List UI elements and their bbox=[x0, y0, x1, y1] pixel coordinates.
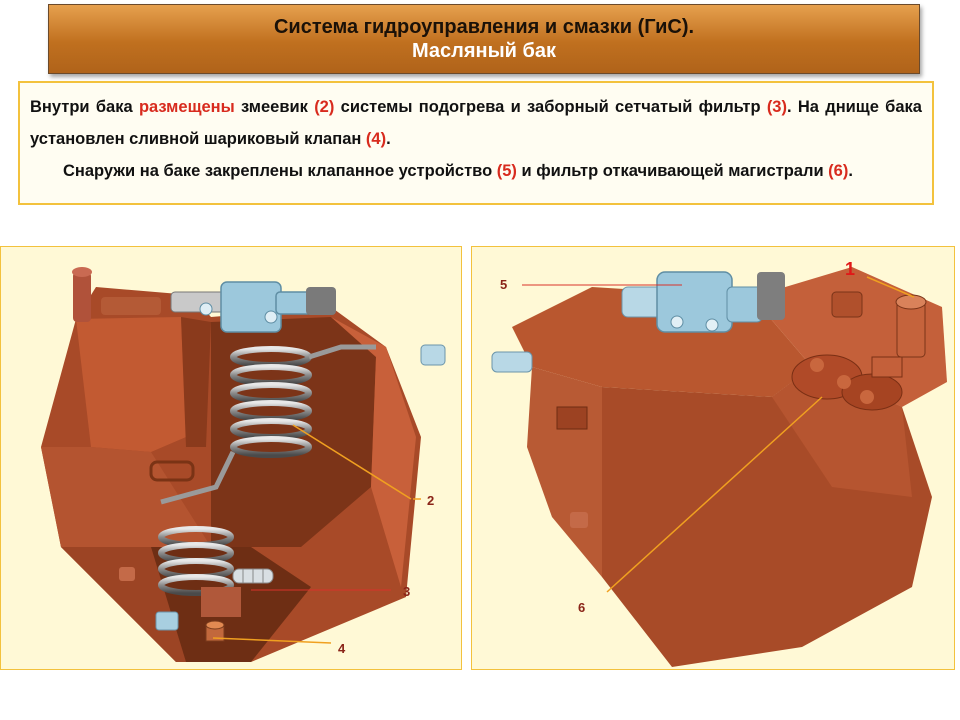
top-fitting bbox=[831, 291, 863, 318]
description-text: . На днище бака установлен сливной шарик… bbox=[30, 98, 922, 148]
outflow-filter bbox=[791, 354, 903, 411]
top-fittings bbox=[101, 297, 161, 315]
filler-neck bbox=[895, 294, 927, 358]
description-text: системы подогрева и заборный сетчатый фи… bbox=[334, 98, 767, 116]
hatch-outline bbox=[149, 460, 195, 482]
filler-neck bbox=[73, 272, 91, 322]
callout-label-6: 6 bbox=[578, 600, 585, 615]
filler-cap bbox=[72, 267, 92, 277]
highlighted-text: (4) bbox=[365, 130, 387, 148]
description-box: Внутри бака размещены змеевик (2) систем… bbox=[18, 81, 934, 205]
exterior-tank-figure: 5 1 6 bbox=[471, 246, 955, 670]
lower-fitting bbox=[155, 611, 179, 631]
tank-lower-front bbox=[61, 547, 186, 662]
drain-ball-valve bbox=[205, 620, 225, 642]
page-subtitle: Масляный бак bbox=[411, 40, 557, 62]
side-nozzle bbox=[491, 351, 533, 373]
tank-left-face bbox=[527, 367, 602, 577]
description-text: змеевик bbox=[234, 98, 315, 116]
leader-line-2 bbox=[292, 424, 412, 500]
callout-label-4: 4 bbox=[338, 641, 346, 656]
lower-nozzle bbox=[570, 512, 588, 528]
drain-nozzle bbox=[119, 567, 135, 581]
highlighted-text: (3) bbox=[766, 98, 787, 116]
tank-interior bbox=[211, 317, 376, 547]
highlighted-text: (5) bbox=[496, 162, 517, 180]
cutaway-tank-figure: 2 3 4 bbox=[0, 246, 462, 670]
description-paragraph-1: Внутри бака размещены змеевик (2) систем… bbox=[30, 91, 922, 155]
mesh-filter bbox=[201, 568, 274, 617]
highlighted-text: (6) bbox=[828, 162, 849, 180]
tank-wall-edge bbox=[181, 317, 211, 447]
lower-heating-coil bbox=[158, 526, 234, 596]
tank-front-wall bbox=[76, 317, 186, 452]
description-text: Снаружи на баке закреплены клапанное уст… bbox=[63, 162, 497, 180]
callout-label-3: 3 bbox=[403, 584, 410, 599]
valve-device bbox=[621, 271, 785, 333]
callout-label-2: 2 bbox=[427, 493, 434, 508]
top-valve-block bbox=[170, 281, 336, 333]
upper-heating-coil bbox=[160, 344, 376, 505]
exterior-tank-drawing: 5 1 6 bbox=[491, 259, 947, 667]
cutaway-tank-drawing: 2 3 4 bbox=[41, 267, 446, 662]
callout-label-5: 5 bbox=[500, 277, 507, 292]
side-bracket bbox=[556, 406, 588, 430]
description-text: и фильтр откачивающей магистрали bbox=[516, 162, 829, 180]
tank-side-wall bbox=[331, 317, 416, 587]
highlighted-text: (2) bbox=[314, 98, 335, 116]
description-text: Внутри бака bbox=[30, 98, 139, 116]
side-nozzle bbox=[420, 344, 446, 366]
page-title: Система гидроуправления и смазки (ГиС). bbox=[273, 16, 695, 38]
description-text: . bbox=[386, 130, 391, 148]
callout-label-1: 1 bbox=[845, 259, 855, 279]
leader-line-6 bbox=[606, 396, 823, 593]
leader-line-1 bbox=[866, 276, 915, 298]
title-banner: Система гидроуправления и смазки (ГиС). … bbox=[48, 4, 920, 74]
description-text: . bbox=[848, 162, 853, 180]
tank-floor-step bbox=[41, 447, 211, 547]
leader-line-4 bbox=[212, 637, 332, 644]
highlighted-text: размещены bbox=[138, 98, 235, 116]
description-paragraph-2: Снаружи на баке закреплены клапанное уст… bbox=[30, 155, 922, 187]
